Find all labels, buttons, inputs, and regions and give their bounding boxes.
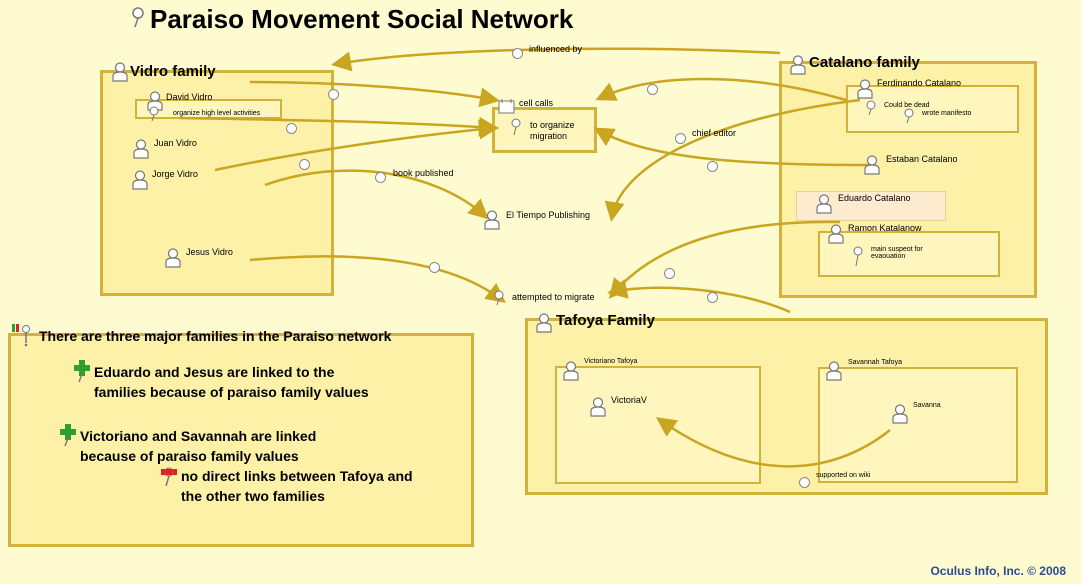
cell-calls-box[interactable] xyxy=(492,107,597,153)
link-handle[interactable] xyxy=(647,84,658,95)
footer-credit: Oculus Info, Inc. © 2008 xyxy=(930,564,1066,578)
person-label-jorge: Jorge Vidro xyxy=(152,169,198,179)
link-handle[interactable] xyxy=(512,48,523,59)
ferdinando-subbox xyxy=(846,85,1019,133)
notes-heading: There are three major families in the Pa… xyxy=(39,328,392,344)
page-title: Paraiso Movement Social Network xyxy=(150,4,574,34)
ramon-subbox xyxy=(818,231,1000,277)
person-icon[interactable] xyxy=(864,155,880,175)
link-handle[interactable] xyxy=(375,172,386,183)
vidro-family-title: Vidro family xyxy=(130,63,216,80)
person-label-ramon: Ramon Katalanow xyxy=(848,223,922,233)
person-label-jesus: Jesus Vidro xyxy=(186,247,233,257)
person-icon[interactable] xyxy=(816,194,832,214)
exclamation-icon xyxy=(12,324,30,347)
pin-icon xyxy=(904,108,914,124)
link-handle[interactable] xyxy=(799,477,810,488)
link-label-book-published: book published xyxy=(393,168,454,178)
organization-label: El Tiempo Publishing xyxy=(506,210,591,220)
pin-icon xyxy=(866,100,876,116)
person-label-ferdinando: Ferdinando Catalano xyxy=(877,78,962,88)
link-supported-wiki xyxy=(655,417,891,468)
link-handle[interactable] xyxy=(707,292,718,303)
link-handle[interactable] xyxy=(429,262,440,273)
link-chief-editor xyxy=(604,98,861,222)
annotation-wrote-manifesto: wrote manifesto xyxy=(922,110,972,117)
person-label-david: David Vidro xyxy=(166,92,213,102)
link-ramon-migrate xyxy=(608,220,841,299)
link-handle[interactable] xyxy=(664,268,675,279)
link-handle[interactable] xyxy=(286,123,297,134)
link-label-cell-calls: cell calls xyxy=(519,98,554,108)
note-1: Eduardo and Jesus are linked to the fami… xyxy=(94,364,369,400)
person-label-victoriav: VictoriaV xyxy=(611,395,647,405)
person-label-savanna: Savanna xyxy=(913,402,941,409)
person-icon[interactable] xyxy=(857,79,873,99)
link-estaban-cell xyxy=(593,127,871,167)
pin-icon xyxy=(511,118,521,136)
link-tafoya-migrate xyxy=(607,279,791,314)
link-handle[interactable] xyxy=(707,161,718,172)
annotation-organize: organize high level activities xyxy=(173,110,261,117)
person-label-juan: Juan Vidro xyxy=(154,138,197,148)
pin-icon xyxy=(132,7,144,28)
link-handle[interactable] xyxy=(299,159,310,170)
link-handle[interactable] xyxy=(675,133,686,144)
plus-pin-icon xyxy=(74,360,90,382)
person-icon[interactable] xyxy=(826,361,842,381)
link-book-published xyxy=(264,169,489,220)
organization-icon[interactable] xyxy=(484,210,500,230)
pin-icon xyxy=(853,246,863,267)
annotation-main-suspect: main suspeot for evaouation xyxy=(871,246,923,260)
link-label-chief-editor: chief editor xyxy=(692,128,737,138)
person-icon[interactable] xyxy=(828,224,844,244)
link-label-to-organize: to organize migration xyxy=(530,120,575,141)
group-icon xyxy=(112,62,128,82)
link-david-cell xyxy=(249,80,500,108)
link-ferdinando-cell xyxy=(595,77,847,102)
minus-pin-icon xyxy=(161,467,177,486)
person-icon[interactable] xyxy=(892,404,908,424)
tafoya-family-title: Tafoya Family xyxy=(556,312,655,329)
person-icon[interactable] xyxy=(132,170,148,190)
group-icon xyxy=(790,55,806,75)
link-label-influenced-by: influenced by xyxy=(529,44,583,54)
person-label-savannah: Savannah Tafoya xyxy=(848,359,902,366)
note-2: Victoriano and Savannah are linked becau… xyxy=(80,428,317,464)
annotation-could-be-dead: Could be dead xyxy=(884,102,930,109)
link-handle[interactable] xyxy=(328,89,339,100)
catalano-family-title: Catalano family xyxy=(809,54,920,71)
person-label-eduardo: Eduardo Catalano xyxy=(838,193,911,203)
person-icon[interactable] xyxy=(165,248,181,268)
person-label-victoriano: Victoriano Tafoya xyxy=(584,358,638,365)
plus-pin-icon xyxy=(60,424,76,446)
person-icon[interactable] xyxy=(590,397,606,417)
group-icon xyxy=(536,313,552,333)
note-3: no direct links between Tafoya and the o… xyxy=(181,468,413,504)
person-label-estaban: Estaban Catalano xyxy=(886,154,958,164)
savannah-subbox xyxy=(818,367,1018,483)
pin-icon xyxy=(494,290,504,306)
link-jesus-migrate xyxy=(249,255,506,304)
calendar-icon xyxy=(498,99,515,114)
person-icon[interactable] xyxy=(133,139,149,159)
pin-icon xyxy=(149,106,159,122)
link-juan-cell xyxy=(179,116,499,137)
link-label-supported-wiki: supported on wiki xyxy=(816,472,871,479)
person-icon[interactable] xyxy=(563,361,579,381)
link-jorge-cell xyxy=(214,119,499,172)
link-label-attempted: attempted to migrate xyxy=(512,292,595,302)
